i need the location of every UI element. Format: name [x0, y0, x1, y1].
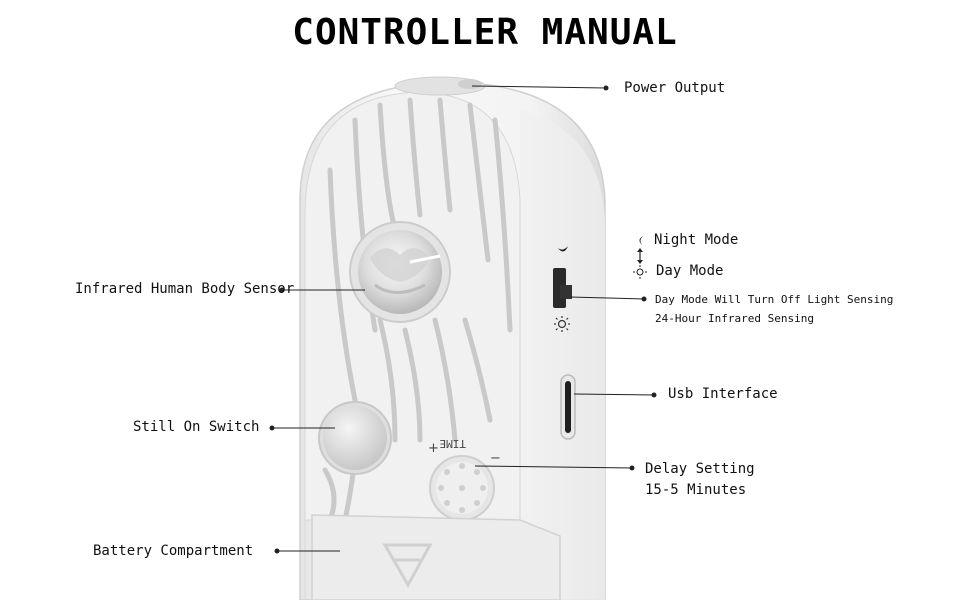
mode-switch: [553, 246, 572, 332]
delay-setting-label: Delay Setting: [645, 461, 755, 477]
infrared-sensor-lens: [349, 221, 451, 323]
infrared-sensor-label: Infrared Human Body Sensor: [75, 281, 295, 297]
usb-port: [560, 374, 576, 440]
moon-icon: [639, 236, 643, 246]
usb-interface-label: Usb Interface: [668, 386, 778, 402]
night-day-icons: [633, 236, 647, 279]
delay-setting-range: 15-5 Minutes: [645, 482, 747, 498]
delay-setting-knob: [429, 455, 495, 521]
still-on-switch-button: [318, 401, 392, 475]
still-on-switch-label: Still On Switch: [133, 419, 260, 435]
power-output-port: [394, 76, 486, 96]
battery-compartment-cover: [311, 514, 561, 600]
knob-minus-label: −: [490, 451, 501, 466]
sun-icon: [554, 316, 570, 332]
day-mode-note-1: Day Mode Will Turn Off Light Sensing: [655, 293, 894, 306]
knob-plus-label: +: [428, 441, 439, 456]
day-mode-note-2: 24-Hour Infrared Sensing: [655, 312, 814, 325]
day-sun-icon: [633, 265, 647, 279]
battery-compartment-label: Battery Compartment: [93, 543, 254, 559]
night-mode-label: Night Mode: [654, 232, 739, 248]
page-title: CONTROLLER MANUAL: [292, 12, 678, 53]
power-output-label: Power Output: [624, 80, 726, 96]
day-mode-label: Day Mode: [656, 263, 724, 279]
leader-lines: [269, 85, 657, 554]
knob-time-label: TIME: [440, 437, 467, 450]
